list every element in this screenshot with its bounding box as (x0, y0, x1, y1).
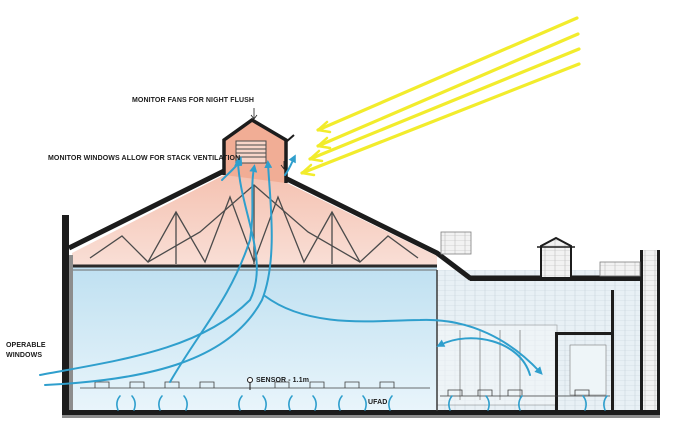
label-sensor: SENSOR - 1.1m (256, 377, 310, 384)
main-roof (67, 168, 640, 281)
sensor-pin-icon (247, 377, 253, 390)
east-wall (640, 250, 660, 416)
label-ufad: UFAD (368, 399, 388, 406)
cool-air-zone (73, 266, 437, 411)
sun-rays-icon (300, 16, 581, 177)
label-monitor-windows: MONITOR WINDOWS ALLOW FOR STACK VENTILAT… (48, 155, 241, 162)
east-wing-roof (440, 231, 641, 281)
label-operable-windows-1: OPERABLE (6, 342, 46, 349)
roof-trusses (89, 184, 419, 264)
leader-lines (250, 108, 288, 170)
workstation-row (80, 381, 610, 397)
floor-slab (62, 410, 660, 415)
west-wall (62, 215, 69, 416)
airflow-arrow-icon (39, 154, 543, 386)
label-operable-windows-2: WINDOWS (6, 352, 43, 359)
roof-monitor (222, 117, 295, 183)
ufad-diffusers (116, 395, 608, 411)
east-wing-partitions (436, 270, 614, 411)
label-monitor-fans: MONITOR FANS FOR NIGHT FLUSH (132, 97, 255, 104)
